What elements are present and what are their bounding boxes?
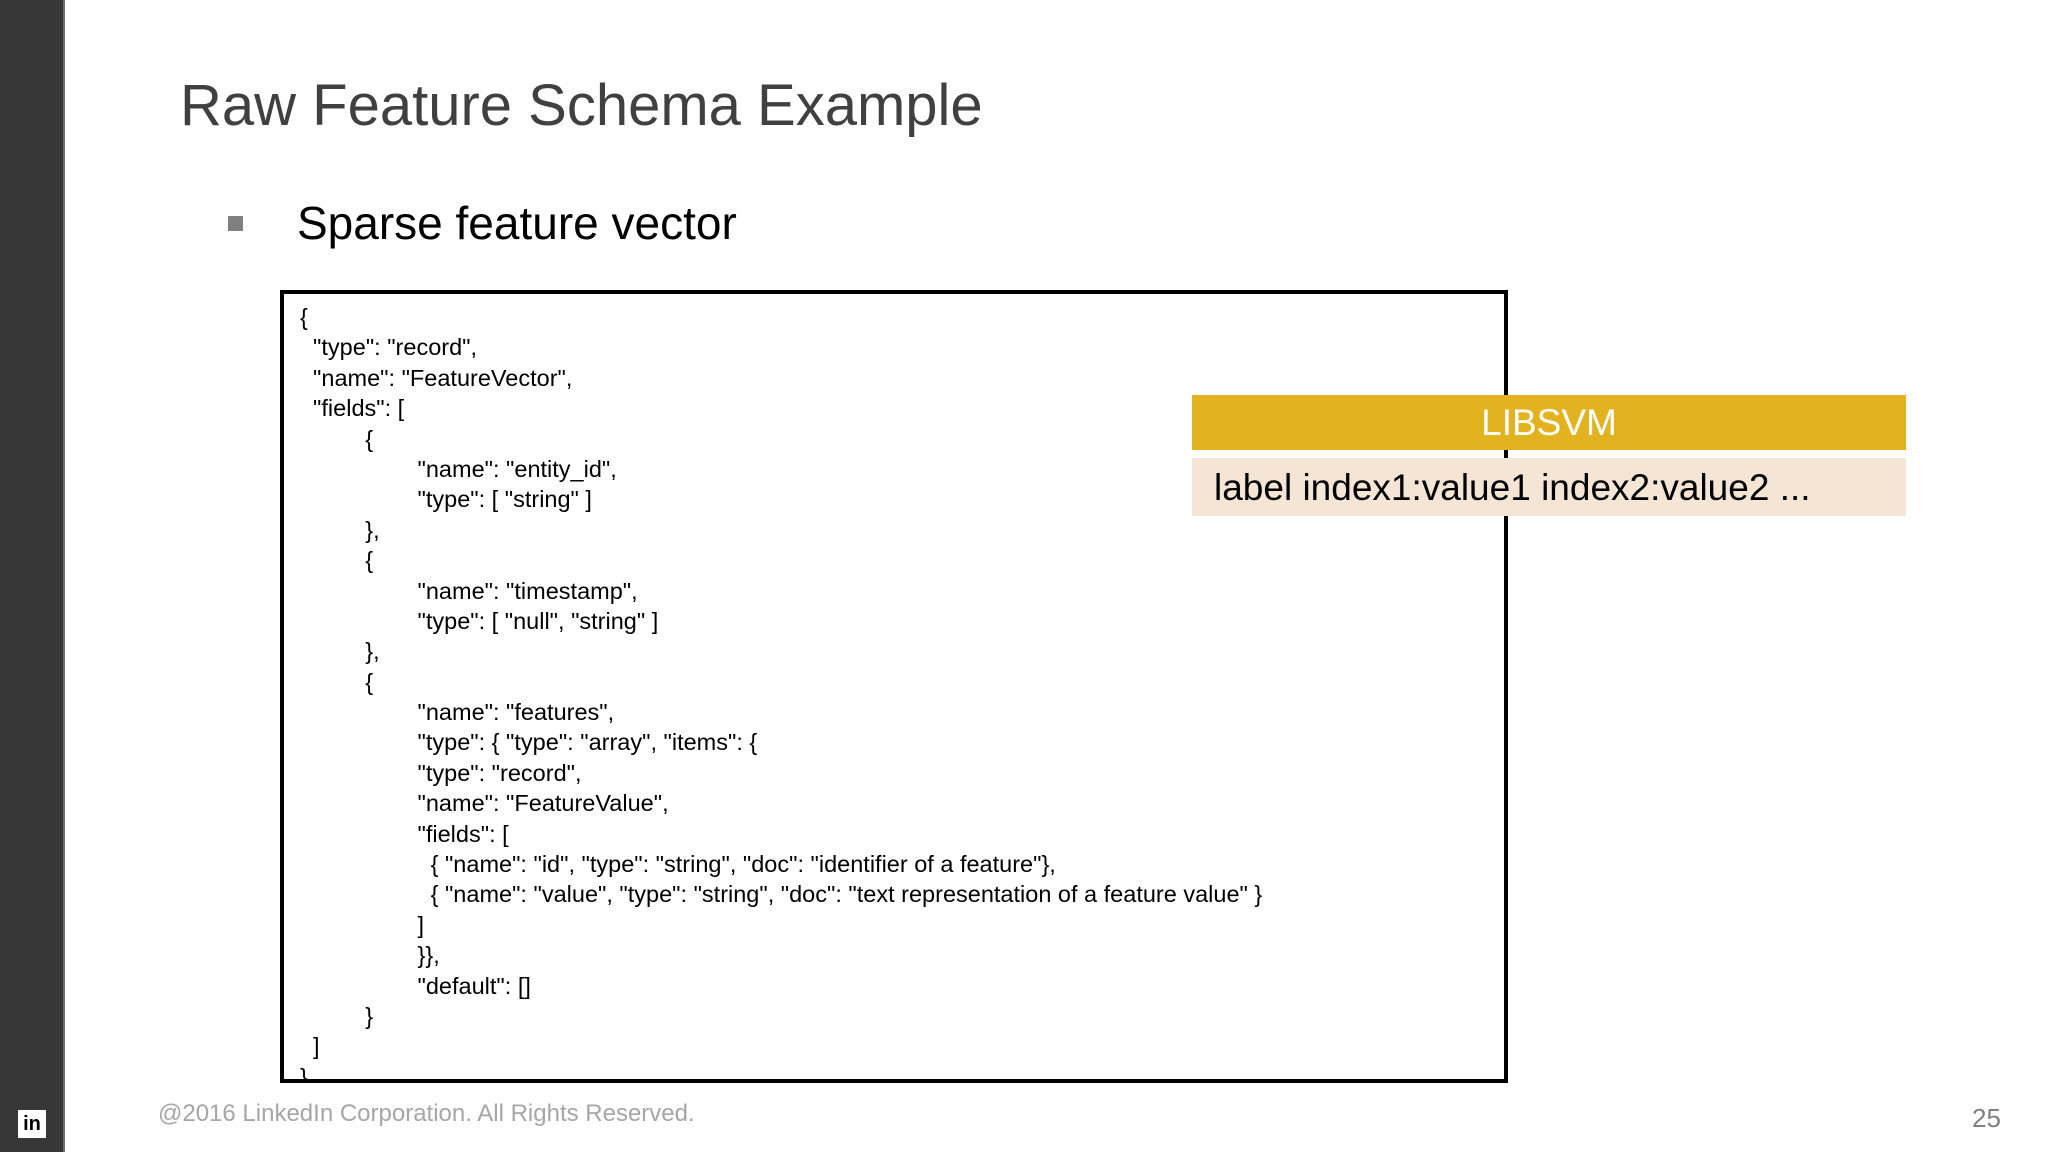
code-line: },	[300, 516, 380, 543]
code-line: "name": "timestamp",	[300, 577, 638, 604]
linkedin-logo-icon: in	[18, 1110, 46, 1138]
code-line: {	[300, 668, 374, 695]
code-line: "default": []	[300, 972, 531, 999]
left-rail-edge	[63, 0, 65, 1152]
code-line: "type": { "type": "array", "items": {	[300, 729, 758, 756]
code-line: "type": "record",	[300, 334, 478, 361]
code-line: },	[300, 638, 380, 665]
code-line: "type": "record",	[300, 759, 582, 786]
code-line: "type": [ "string" ]	[300, 486, 592, 513]
page-number: 25	[1972, 1103, 2001, 1133]
code-line: ]	[300, 1033, 320, 1060]
libsvm-header-label: LIBSVM	[1192, 395, 1906, 450]
code-line: { "name": "value", "type": "string", "do…	[300, 881, 1263, 908]
square-bullet-icon	[228, 215, 243, 231]
code-line: {	[300, 547, 374, 574]
code-line: "name": "features",	[300, 699, 615, 726]
bullet-row: Sparse feature vector	[228, 196, 737, 250]
libsvm-format-text: label index1:value1 index2:value2 ...	[1192, 458, 1906, 516]
code-line: "fields": [	[300, 395, 405, 422]
page-title: Raw Feature Schema Example	[180, 73, 983, 138]
code-line: "type": [ "null", "string" ]	[300, 607, 659, 634]
libsvm-divider	[1192, 450, 1906, 458]
footer-copyright: @2016 LinkedIn Corporation. All Rights R…	[158, 1100, 695, 1127]
libsvm-callout: LIBSVM label index1:value1 index2:value2…	[1192, 395, 1906, 516]
code-line: "name": "FeatureVector",	[300, 364, 573, 391]
code-line: "name": "FeatureValue",	[300, 790, 669, 817]
code-line: {	[300, 425, 374, 452]
code-lines: { "type": "record", "name": "FeatureVect…	[300, 302, 1263, 1083]
code-line: }	[300, 1002, 374, 1029]
code-line: { "name": "id", "type": "string", "doc":…	[300, 851, 1056, 878]
code-line: }	[300, 1063, 308, 1083]
bullet-label: Sparse feature vector	[297, 197, 737, 249]
code-line: {	[300, 304, 308, 330]
left-dark-rail	[0, 0, 63, 1152]
code-line: ]	[300, 911, 425, 938]
code-line: "name": "entity_id",	[300, 455, 617, 482]
code-line: }},	[300, 942, 440, 969]
code-line: "fields": [	[300, 820, 509, 847]
